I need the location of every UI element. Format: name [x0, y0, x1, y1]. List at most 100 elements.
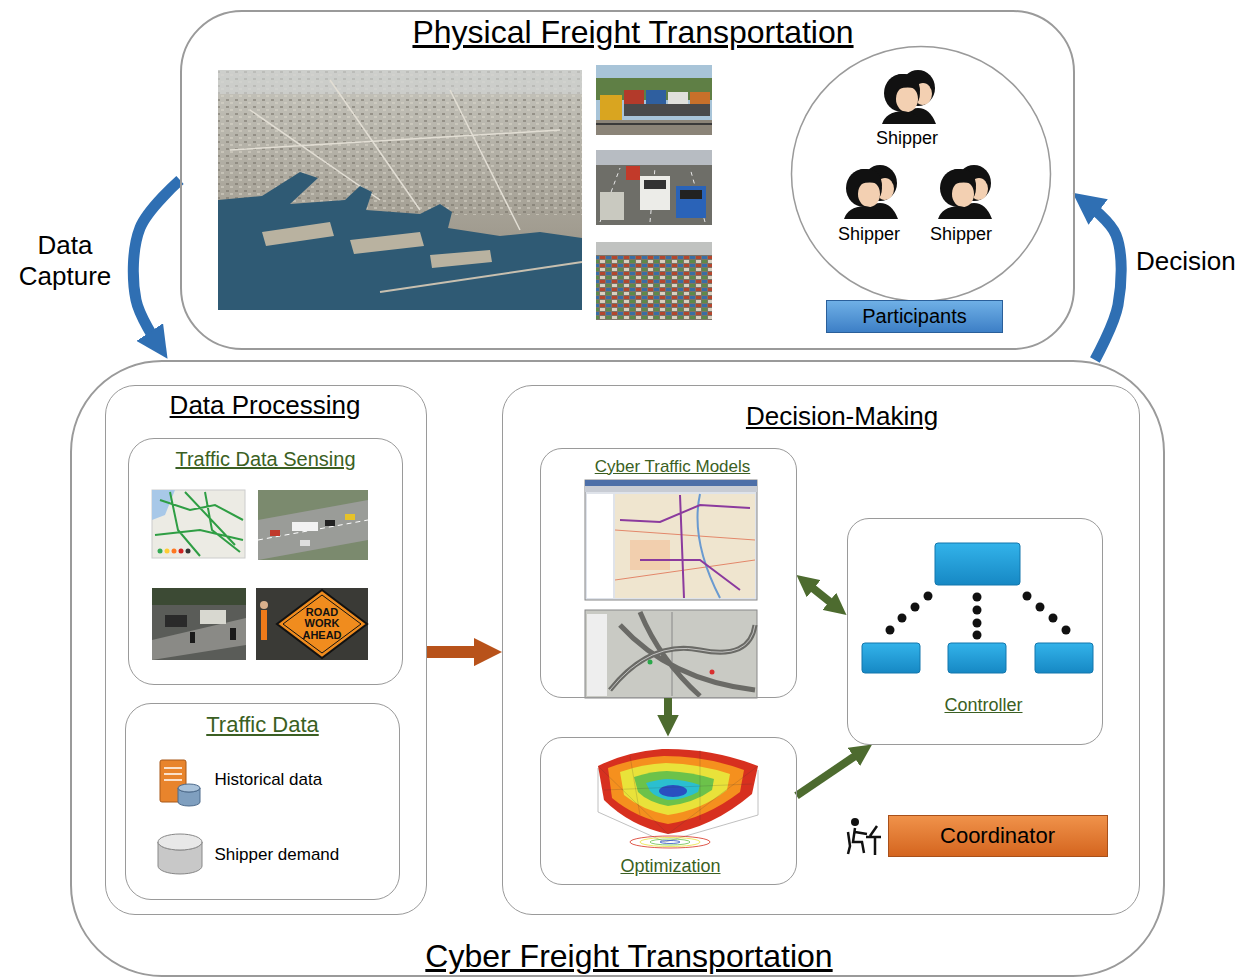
road-traffic-photo — [270, 530, 280, 536]
controller-hierarchy-icon — [1049, 614, 1058, 623]
coordinator-box: Coordinator — [888, 815, 1108, 857]
flow-arrow — [427, 646, 485, 658]
shipper-icons — [882, 70, 936, 124]
flow-arrow — [807, 583, 836, 607]
traffic-model-screenshot — [615, 494, 755, 598]
sign-text: ROAD WORK AHEAD — [296, 607, 348, 642]
traffic-model-screenshot — [620, 495, 750, 598]
module-box: Optimization — [540, 737, 797, 885]
traffic-map-image — [172, 549, 177, 554]
train-photo — [624, 104, 710, 116]
container-yard-photo — [596, 242, 712, 320]
road-traffic-photo — [258, 490, 368, 560]
controller-hierarchy-icon — [1036, 603, 1045, 612]
train-photo — [600, 95, 622, 120]
historical-data-icon — [178, 784, 200, 792]
accident-photo — [190, 632, 195, 643]
port-aerial-photo — [218, 172, 582, 310]
traffic-map-image — [158, 549, 163, 554]
participants-circle: ShipperShipperShipper — [790, 45, 1052, 303]
optimization-surface-plot — [646, 779, 700, 800]
module-title: Controller — [944, 695, 1022, 716]
module-box: Traffic DataHistorical dataShipper deman… — [125, 703, 400, 900]
coordinator-person-icon — [848, 826, 881, 855]
circle-outline — [792, 47, 1051, 302]
trucks-photo — [626, 166, 640, 180]
module-title: Optimization — [620, 856, 720, 877]
interchange-screenshot — [587, 614, 607, 696]
section-box: Data ProcessingTraffic Data SensingTraff… — [105, 385, 427, 915]
section-title: Decision-Making — [746, 402, 938, 432]
module-title: Traffic Data — [206, 712, 318, 737]
trucks-photo — [596, 150, 712, 225]
accident-photo — [200, 610, 226, 624]
module-box: Controller — [847, 518, 1103, 745]
optimization-surface-plot — [608, 756, 744, 824]
container-yard-photo — [596, 242, 712, 255]
traffic-model-screenshot — [698, 494, 721, 598]
road-traffic-photo — [292, 522, 318, 531]
traffic-model-screenshot — [585, 480, 757, 600]
traffic-model-screenshot — [630, 540, 670, 570]
trucks-photo — [596, 150, 712, 225]
trucks-photo — [596, 150, 712, 165]
accident-photo — [165, 615, 187, 627]
interchange-screenshot — [610, 612, 755, 696]
trucks-photo — [644, 180, 666, 189]
optimization-surface-plot — [630, 836, 710, 848]
flow-arrow — [797, 752, 862, 796]
optimization-surface-plot — [660, 841, 680, 844]
road-work-sign-photo — [277, 590, 367, 658]
controller-hierarchy-icon — [973, 619, 982, 628]
controller-hierarchy-icon — [1023, 592, 1032, 601]
road-work-sign-photo — [260, 601, 268, 609]
road-traffic-photo — [345, 514, 355, 520]
train-photo — [668, 92, 688, 104]
cyber-system-panel: Cyber Freight Transportation Data Process… — [70, 360, 1165, 977]
shipper-icons — [844, 165, 898, 219]
optimization-surface-plot — [620, 763, 730, 815]
traffic-model-screenshot — [585, 486, 757, 492]
controller-hierarchy-icon — [935, 543, 1020, 585]
trucks-photo — [600, 192, 624, 220]
traffic-model-screenshot — [585, 480, 757, 600]
road-traffic-photo — [258, 500, 368, 560]
box-label: Participants — [862, 305, 967, 328]
port-aerial-photo — [218, 70, 582, 310]
historical-data-icon — [164, 768, 182, 780]
road-traffic-photo — [300, 540, 310, 546]
decision-arrow — [1088, 204, 1121, 360]
traffic-map-image — [155, 492, 243, 556]
train-photo — [596, 120, 712, 135]
module-box: Cyber Traffic Models — [540, 448, 797, 698]
train-photo — [596, 65, 712, 135]
traffic-model-screenshot — [585, 480, 757, 486]
traffic-map-image — [186, 549, 191, 554]
coordinator-person-icon — [848, 818, 881, 855]
module-title: Traffic Data Sensing — [175, 448, 355, 471]
shipper-icons — [938, 165, 992, 219]
train-photo — [596, 123, 712, 125]
interchange-screenshot — [610, 625, 755, 690]
interchange-screenshot — [585, 610, 757, 698]
interchange-screenshot — [672, 612, 673, 696]
item-label: Historical data — [215, 770, 323, 790]
controller-hierarchy-icon — [924, 592, 933, 601]
controller-hierarchy-icon — [973, 631, 982, 640]
controller-hierarchy-icon — [973, 593, 982, 602]
edge-label: Data Capture — [10, 230, 120, 292]
section-title: Data Processing — [170, 391, 361, 421]
trucks-photo — [640, 176, 670, 210]
road-traffic-photo — [258, 520, 368, 540]
interchange-screenshot — [585, 610, 757, 698]
road-traffic-photo — [325, 520, 335, 526]
controller-hierarchy-icon — [886, 592, 1071, 640]
port-aerial-photo — [380, 262, 582, 292]
traffic-map-image — [152, 490, 245, 558]
controller-hierarchy-icon — [862, 643, 920, 673]
shipper-label: Shipper — [930, 224, 992, 245]
optimization-surface-plot — [650, 839, 690, 845]
panel-title: Cyber Freight Transportation — [425, 938, 832, 975]
optimization-surface-plot — [640, 838, 700, 847]
traffic-model-screenshot — [587, 494, 613, 598]
